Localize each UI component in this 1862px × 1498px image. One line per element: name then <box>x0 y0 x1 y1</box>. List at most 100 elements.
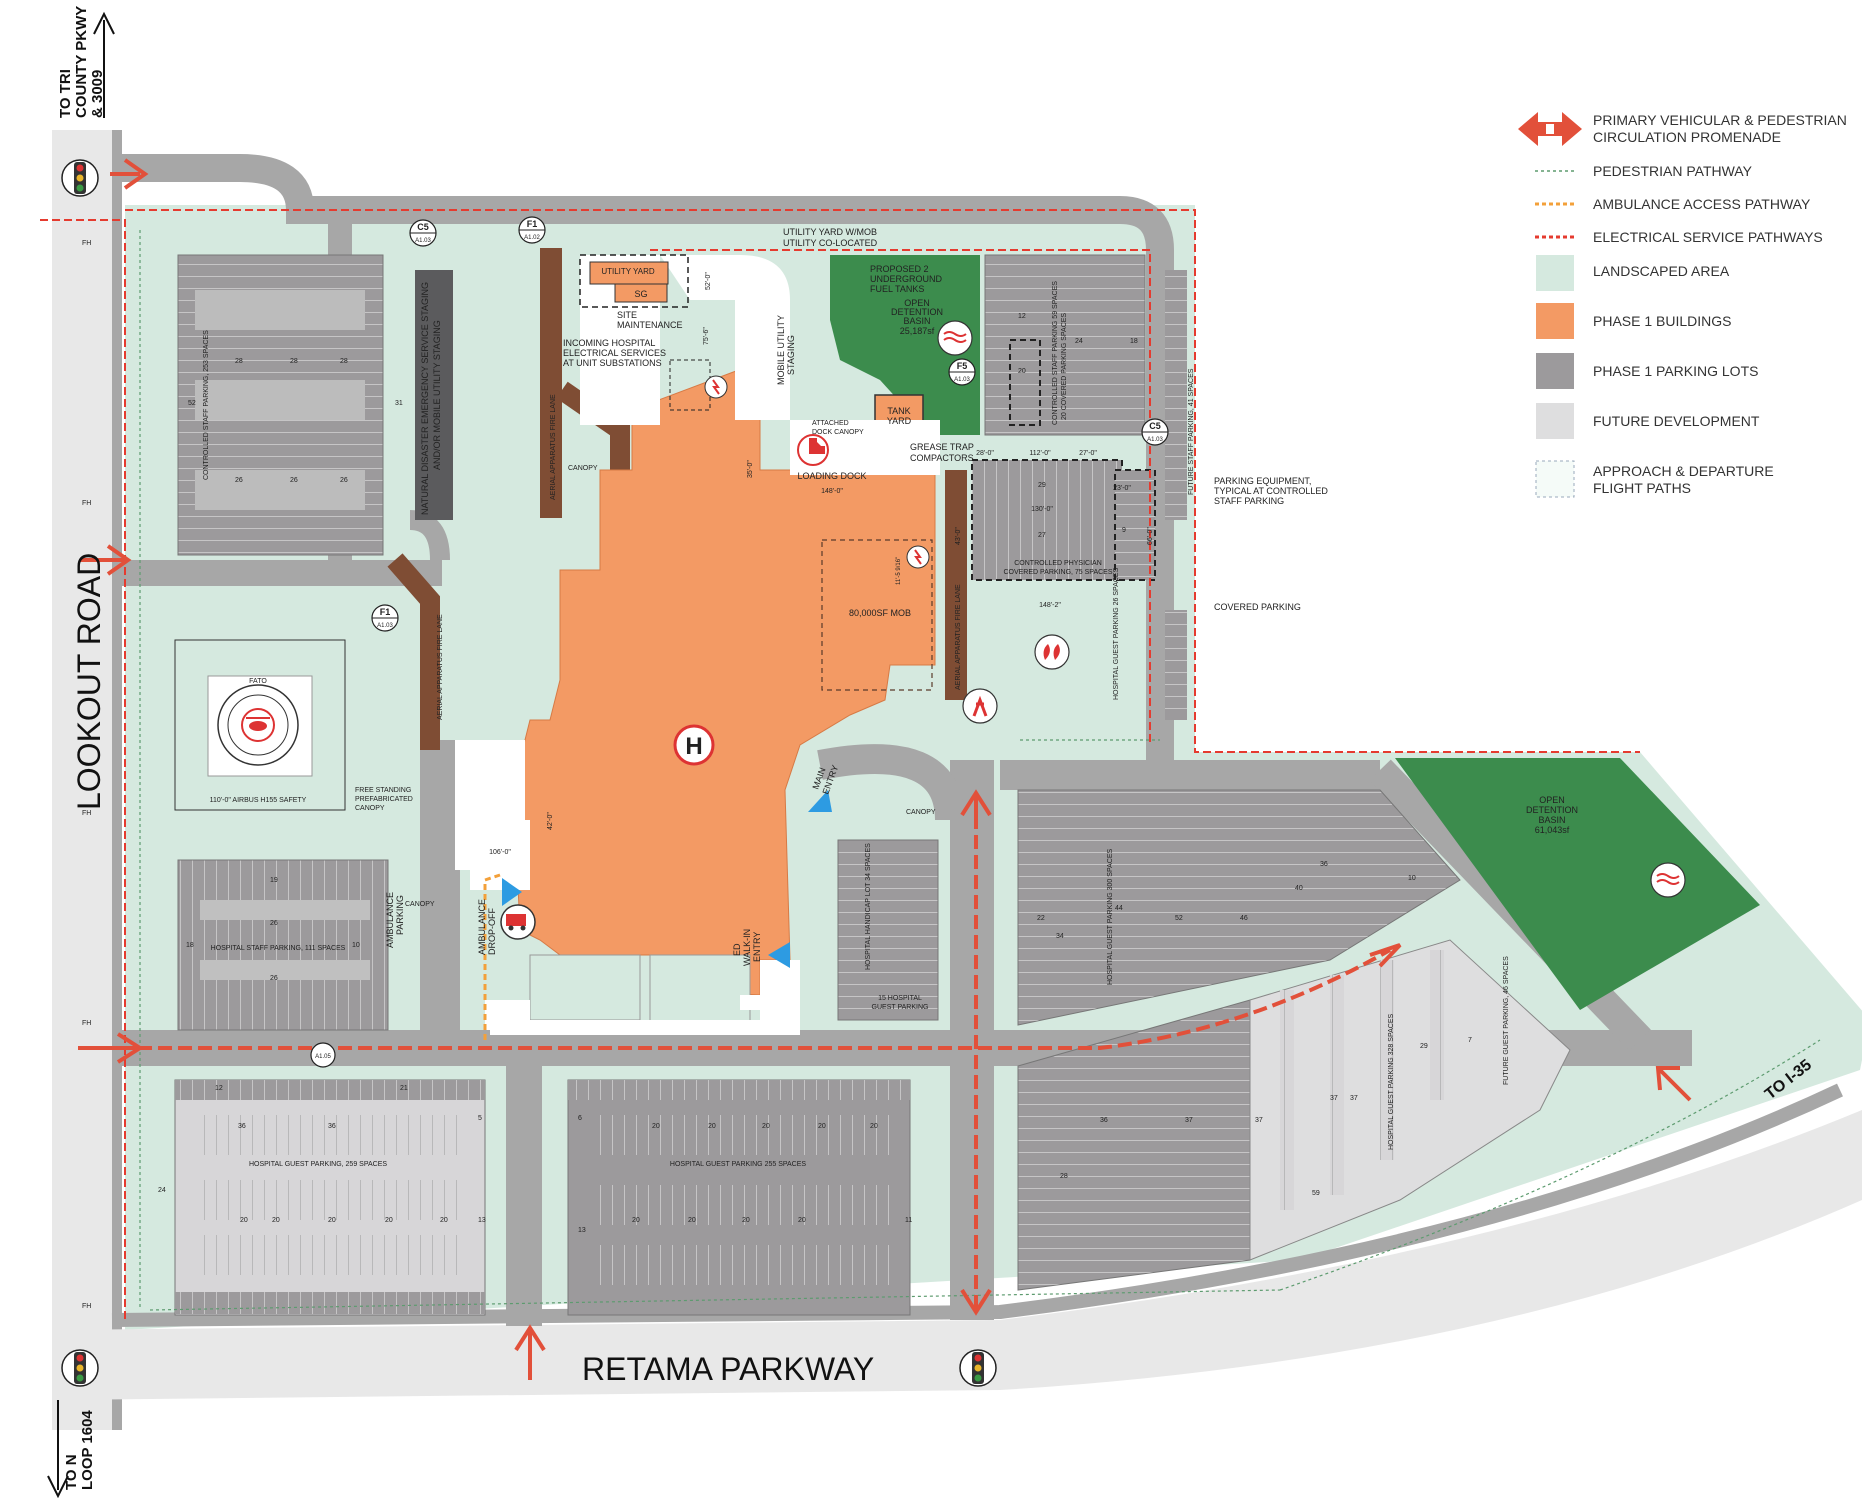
label-basin-north: OPEN <box>904 298 930 308</box>
stall-count: 20 <box>272 1217 280 1224</box>
svg-text:DOCK CANOPY: DOCK CANOPY <box>812 429 864 436</box>
label-guest-259: HOSPITAL GUEST PARKING, 259 SPACES <box>249 1161 387 1168</box>
detail-tag-f1-west: F1 A1.03 <box>371 604 399 632</box>
svg-text:LOOP 1604: LOOP 1604 <box>79 1410 96 1490</box>
stall-count: 52 <box>1175 915 1183 922</box>
stall-count: 26 <box>340 477 348 484</box>
covered-parking-ne <box>1009 339 1041 426</box>
label-airbus-safety: 110'-0" AIRBUS H155 SAFETY <box>210 797 307 804</box>
detail-tag-c5-east: C5 A1.03 <box>1141 418 1169 446</box>
ambulance-access-pathway <box>483 873 501 1040</box>
arrow-north-entry <box>110 158 149 190</box>
stall-count: 37 <box>1185 1117 1193 1124</box>
svg-text:CANOPY: CANOPY <box>355 805 385 812</box>
svg-text:UNDERGROUND: UNDERGROUND <box>870 274 943 284</box>
label-utility-yard: UTILITY YARD <box>601 267 655 276</box>
parking-physician-covered <box>971 459 1123 581</box>
electric-icon-west <box>704 375 728 399</box>
label-canopy-north: CANOPY <box>568 465 598 472</box>
label-basin-east: OPEN <box>1539 795 1565 805</box>
stall-count: 13 <box>578 1227 586 1234</box>
dim-27: 27'-0" <box>1079 450 1097 457</box>
legend-label-future: FUTURE DEVELOPMENT <box>1593 413 1760 429</box>
water-basin-icon-east <box>1650 862 1686 898</box>
svg-text:ENTRY: ENTRY <box>752 932 762 962</box>
stall-count: 26 <box>235 477 243 484</box>
legend-label-buildings: PHASE 1 BUILDINGS <box>1593 313 1732 329</box>
stall-count: 28 <box>290 358 298 365</box>
detention-basin-north <box>830 255 980 435</box>
stall-count: 20 <box>742 1217 750 1224</box>
fire-lane-north <box>540 248 562 518</box>
stall-count: 26 <box>270 975 278 982</box>
label-guest-255: HOSPITAL GUEST PARKING 255 SPACES <box>670 1161 806 1168</box>
retama-parkway <box>52 1110 1862 1400</box>
label-grease-trap: GREASE TRAP <box>910 442 974 452</box>
svg-text:DROP-OFF: DROP-OFF <box>487 908 497 955</box>
svg-text:TYPICAL AT CONTROLLED: TYPICAL AT CONTROLLED <box>1214 486 1328 496</box>
svg-text:25,187sf: 25,187sf <box>900 326 935 336</box>
label-controlled-staff-covered: CONTROLLED STAFF PARKING 59 SPACES <box>1052 281 1059 425</box>
electrical-service-pathway <box>40 209 1640 1320</box>
label-mob: 80,000SF MOB <box>849 608 911 618</box>
stall-count: 12 <box>215 1085 223 1092</box>
label-site-maintenance: SITE <box>617 310 637 320</box>
stall-count: 28 <box>340 358 348 365</box>
helicopter-icon <box>241 708 275 742</box>
detail-tag-c5-north: C5 A1.03 <box>409 219 437 247</box>
stall-count: 10 <box>352 942 360 949</box>
stall-count: 46 <box>1240 915 1248 922</box>
svg-text:A1.02: A1.02 <box>524 235 540 241</box>
svg-text:STAFF PARKING: STAFF PARKING <box>1214 496 1284 506</box>
stall-count: 22 <box>1037 915 1045 922</box>
svg-text:A1.03: A1.03 <box>415 238 431 244</box>
label-sg: SG <box>634 289 647 299</box>
stall-count: 28 <box>235 358 243 365</box>
svg-text:FUEL TANKS: FUEL TANKS <box>870 284 924 294</box>
hospital-h-icon: H <box>673 724 715 766</box>
arrow-retama-central <box>960 789 992 1316</box>
legend-label-flight: APPROACH & DEPARTURE <box>1593 463 1774 479</box>
svg-text:20 COVERED PARKING SPACES: 20 COVERED PARKING SPACES <box>1061 313 1068 420</box>
stall-count: 19 <box>270 877 278 884</box>
arrow-lookout-south <box>78 1032 144 1064</box>
stall-count: 12 <box>1018 313 1026 320</box>
electric-icon-east <box>906 545 930 569</box>
stall-count: 28 <box>1060 1173 1068 1180</box>
stall-count: 52 <box>188 400 196 407</box>
label-fuel-tanks: PROPOSED 2 <box>870 264 929 274</box>
stall-count: 31 <box>395 400 403 407</box>
legend-label-parking: PHASE 1 PARKING LOTS <box>1593 363 1758 379</box>
north-destination-label: TO TRI COUNTY PKWY & 3009 <box>57 6 106 118</box>
stall-count: 6 <box>578 1115 582 1122</box>
label-ed-entry: ED <box>732 943 742 956</box>
svg-text:148'-0": 148'-0" <box>821 488 843 495</box>
stall-count: 24 <box>1075 338 1083 345</box>
legend-future-swatch <box>1536 403 1574 439</box>
natural-disaster-staging <box>415 270 453 520</box>
label-free-standing-canopy: FREE STANDING <box>355 787 411 794</box>
traffic-signal-retama <box>959 1349 997 1387</box>
north-direction-arrow <box>93 11 115 118</box>
svg-text:FH: FH <box>82 1020 91 1027</box>
arrow-retama-west <box>514 1324 546 1380</box>
dim-42: 42'-0" <box>547 812 554 830</box>
lookout-road-label: LOOKOUT ROAD <box>71 553 107 810</box>
stall-count: 37 <box>1255 1117 1263 1124</box>
dim-148b: 148'-2" <box>1039 602 1061 609</box>
label-controlled-staff: CONTROLLED STAFF PARKING, 253 SPACES <box>203 330 210 480</box>
dim-75: 75'-6" <box>703 327 710 345</box>
legend-landscape-swatch <box>1536 255 1574 291</box>
ambulance-entry-arrow <box>502 878 522 906</box>
svg-text:A1.03: A1.03 <box>954 377 970 383</box>
stall-count: 36 <box>238 1123 246 1130</box>
stall-count: 26 <box>270 920 278 927</box>
stall-count: 13 <box>478 1217 486 1224</box>
svg-text:F1: F1 <box>527 219 538 229</box>
label-mobile-utility: MOBILE UTILITY <box>776 315 786 385</box>
label-natural-disaster: NATURAL DISASTER EMERGENCY SERVICE STAGI… <box>420 282 430 515</box>
svg-text:C5: C5 <box>1149 421 1161 431</box>
svg-text:UTILITY CO-LOCATED: UTILITY CO-LOCATED <box>783 238 878 248</box>
svg-text:TO N: TO N <box>63 1454 80 1490</box>
